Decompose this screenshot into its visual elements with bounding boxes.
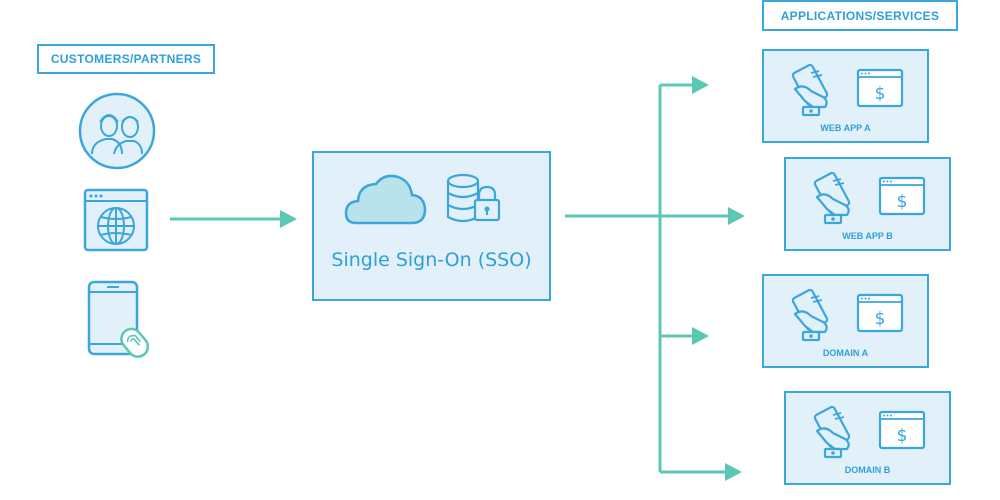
- payment-window-icon: $: [856, 68, 904, 108]
- customers-partners-label: CUSTOMERS/PARTNERS: [37, 44, 215, 74]
- svg-text:$: $: [875, 84, 886, 104]
- arrow-head-sso: [280, 210, 297, 228]
- arrow-head-domain-a: [692, 327, 709, 345]
- app-domain-a: $ DOMAIN A: [762, 274, 929, 368]
- app-domain-b: $ DOMAIN B: [784, 391, 951, 485]
- app-web-app-b: $ WEB APP B: [784, 157, 951, 251]
- svg-text:$: $: [897, 426, 908, 446]
- browser-globe-icon: [83, 188, 149, 252]
- database-lock-icon: [446, 173, 501, 223]
- hand-phone-icon: [791, 63, 829, 117]
- hand-phone-icon: [813, 405, 851, 459]
- app-web-app-a: $ WEB APP A: [762, 49, 929, 143]
- people-icon: [78, 92, 156, 170]
- svg-text:$: $: [897, 192, 908, 212]
- applications-services-label: APPLICATIONS/SERVICES: [762, 0, 958, 31]
- sso-title: Single Sign-On (SSO): [331, 249, 532, 271]
- arrow-head-web-app-b: [728, 207, 745, 225]
- mobile-fingerprint-icon: [87, 280, 150, 358]
- svg-text:$: $: [875, 309, 886, 329]
- sso-box: Single Sign-On (SSO): [312, 151, 551, 301]
- hand-phone-icon: [813, 171, 851, 225]
- app-label: DOMAIN B: [844, 465, 891, 475]
- app-label: DOMAIN A: [822, 348, 869, 358]
- payment-window-icon: $: [856, 293, 904, 333]
- hand-phone-icon: [791, 288, 829, 342]
- payment-window-icon: $: [878, 410, 926, 450]
- payment-window-icon: $: [878, 176, 926, 216]
- arrow-head-web-app-a: [692, 76, 709, 94]
- arrow-head-domain-b: [725, 463, 742, 481]
- cloud-icon: [344, 174, 427, 225]
- app-label: WEB APP B: [842, 231, 893, 241]
- app-label: WEB APP A: [820, 123, 871, 133]
